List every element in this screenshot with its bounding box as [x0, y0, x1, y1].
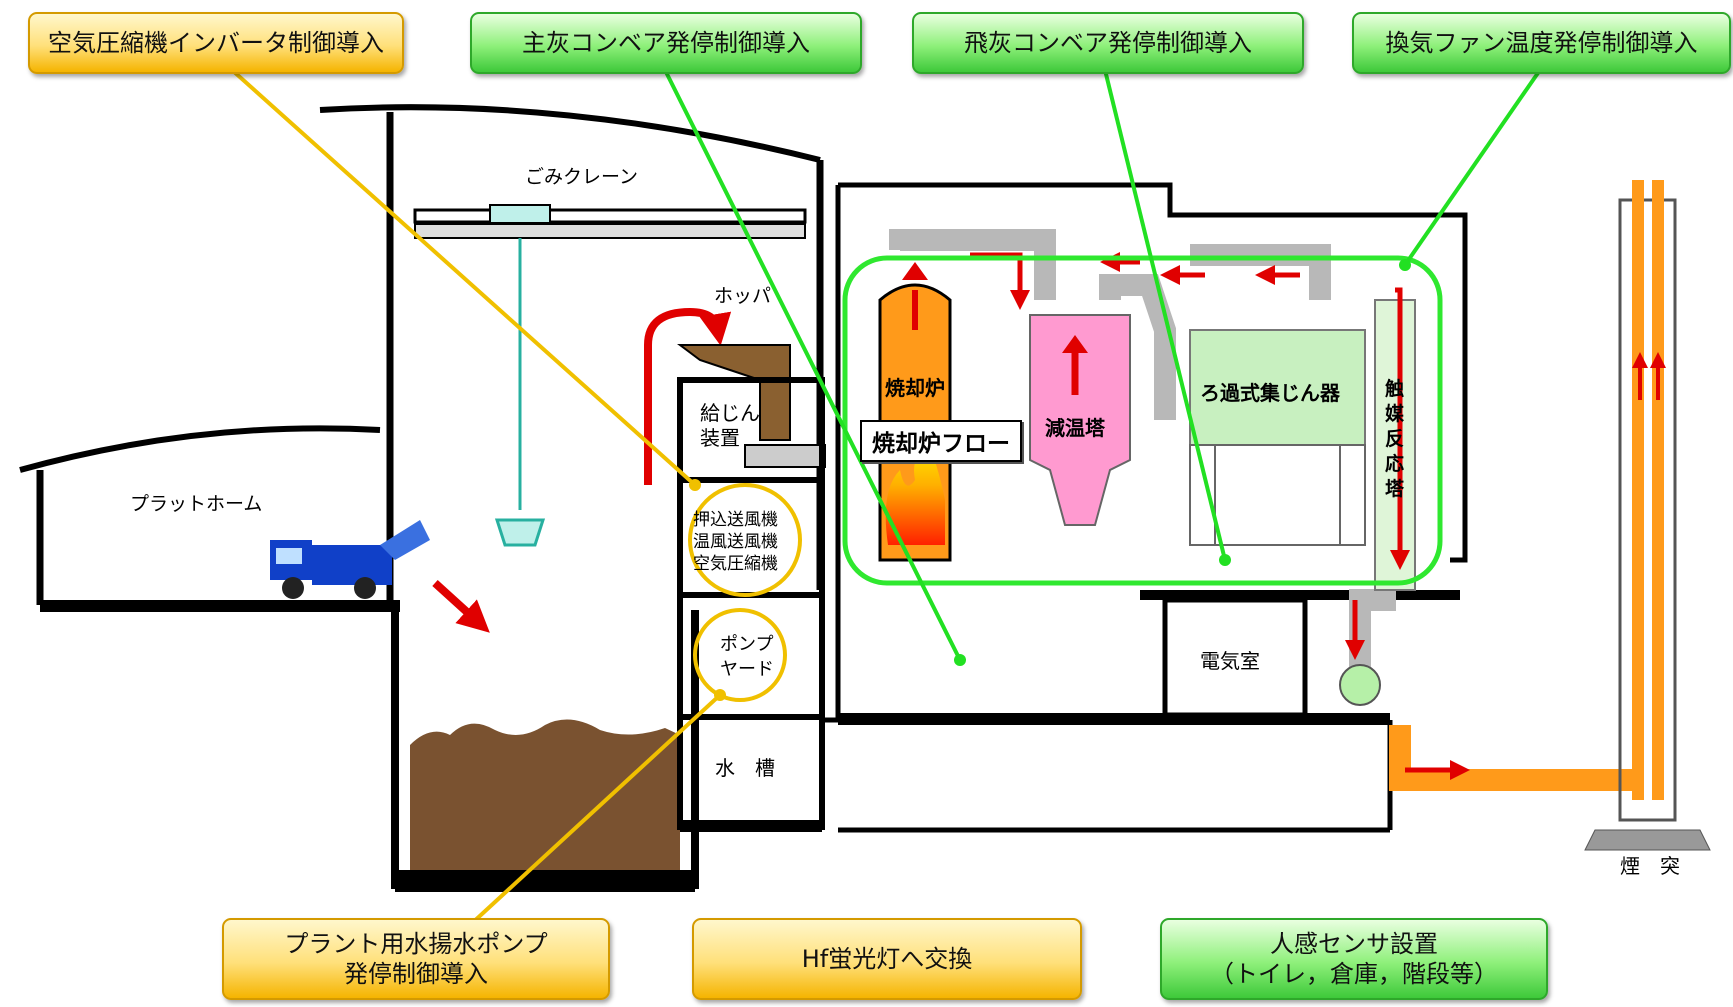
flow-label: 焼却炉フロー	[860, 420, 1022, 462]
callout-line-dots	[689, 259, 1411, 701]
feeder-label-2: 装置	[700, 426, 740, 450]
blowers-label-1: 押込送風機	[693, 510, 778, 530]
crane	[413, 204, 807, 547]
callout-motion-sensor: 人感センサ設置 （トイレ，倉庫，階段等）	[1160, 918, 1548, 1000]
callout-air-compressor-text: 空気圧縮機インバータ制御導入	[48, 29, 384, 57]
callout-vent-fan-text: 換気ファン温度発停制御導入	[1385, 29, 1698, 57]
water-tank-label: 水 槽	[715, 756, 775, 780]
catalyst-tower-label: 触媒反応塔	[1385, 377, 1405, 500]
callout-main-ash-conveyor-text: 主灰コンベア発停制御導入	[522, 29, 810, 57]
blowers-highlight	[688, 483, 802, 597]
callout-plant-pump: プラント用水揚水ポンプ 発停制御導入	[222, 918, 610, 1000]
feeder-label-1: 給じん	[700, 401, 760, 425]
callout-vent-fan: 換気ファン温度発停制御導入	[1352, 12, 1731, 74]
callout-fly-ash-conveyor: 飛灰コンベア発停制御導入	[912, 12, 1304, 74]
callout-fly-ash-conveyor-text: 飛灰コンベア発停制御導入	[964, 29, 1252, 57]
blowers-label-3: 空気圧縮機	[693, 554, 778, 574]
callout-plant-pump-text: プラント用水揚水ポンプ 発停制御導入	[284, 930, 548, 988]
bag-filter-label: ろ過式集じん器	[1200, 381, 1341, 405]
electrical-room-label: 電気室	[1200, 649, 1260, 673]
flow-enclosure	[842, 255, 1443, 586]
feeder-ram	[744, 444, 826, 468]
pump-yard-highlight	[693, 608, 787, 702]
pump-yard-label-2: ヤード	[720, 659, 774, 680]
callout-hf-lamp: Hf蛍光灯へ交換	[692, 918, 1082, 1000]
hopper-arrow	[644, 307, 732, 485]
garbage-truck	[270, 520, 430, 599]
electrical-room	[1162, 597, 1308, 718]
incinerator	[878, 262, 952, 562]
hopper	[677, 344, 791, 441]
blowers-label-2: 温風送風機	[693, 532, 778, 552]
mid-floor	[1140, 590, 1460, 600]
room-floor	[680, 820, 822, 832]
callout-motion-sensor-text: 人感センサ設置 （トイレ，倉庫，階段等）	[1210, 930, 1498, 988]
pump-yard-label-1: ポンプ	[720, 634, 773, 655]
exhaust-duct	[1389, 725, 1640, 791]
refuse-pile	[410, 719, 680, 870]
bag-filter-frame	[1189, 444, 1366, 546]
platform-label: プラットホーム	[130, 493, 262, 515]
cooling-tower-label: 減温塔	[1045, 416, 1106, 440]
callout-lines	[230, 68, 1542, 927]
induced-draft-fan	[1339, 664, 1381, 706]
catalyst-tower	[1374, 299, 1416, 591]
cooling-tower	[1029, 314, 1131, 526]
incinerator-label: 焼却炉	[885, 376, 945, 400]
callout-main-ash-conveyor: 主灰コンベア発停制御導入	[470, 12, 862, 74]
platform-floor	[40, 600, 400, 612]
crane-label: ごみクレーン	[525, 166, 638, 188]
pit-arrow	[432, 580, 490, 633]
callout-air-compressor: 空気圧縮機インバータ制御導入	[28, 12, 404, 74]
bunker-building	[19, 104, 824, 610]
pit-floor	[395, 870, 695, 892]
callout-hf-lamp-text: Hf蛍光灯へ交換	[801, 945, 973, 973]
hopper-label: ホッパ	[714, 285, 771, 307]
chimney-label: 煙 突	[1620, 854, 1680, 878]
chimney	[1584, 180, 1711, 851]
flow-arrows	[970, 252, 1410, 660]
